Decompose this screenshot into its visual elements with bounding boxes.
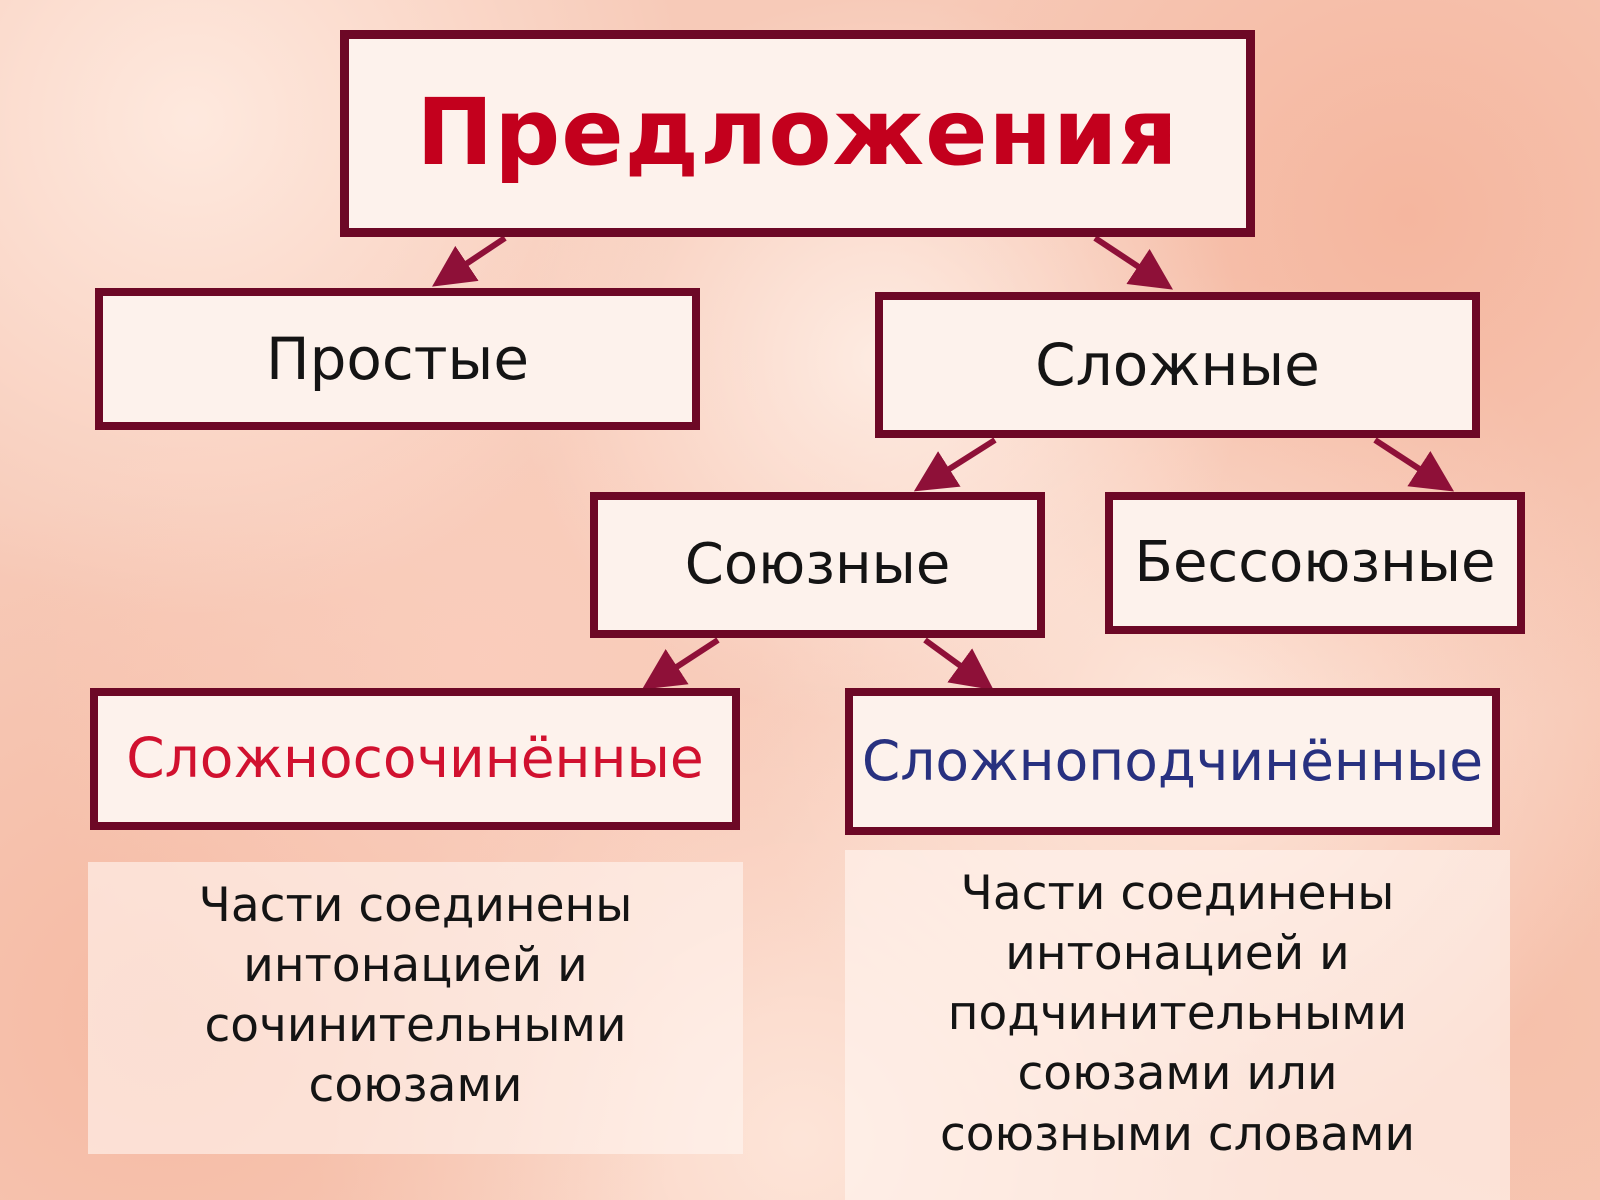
node-complex-label: Сложные — [1035, 330, 1320, 399]
note-compound-text: Части соединены интонацией и сочинительн… — [198, 878, 633, 1114]
node-conjunctional-label: Союзные — [684, 531, 951, 597]
node-complex: Сложные — [875, 292, 1480, 438]
diagram-title: Предложения — [416, 79, 1179, 187]
note-subordinate: Части соединены интонацией и подчинитель… — [845, 850, 1510, 1200]
node-simple: Простые — [95, 288, 700, 430]
arrow-conjunctional-to-subordinate — [923, 637, 994, 691]
arrow-conjunctional-to-compound — [641, 637, 720, 690]
node-simple-label: Простые — [265, 324, 530, 393]
arrow-title-to-complex — [1093, 235, 1174, 290]
note-compound: Части соединены интонацией и сочинительн… — [88, 862, 743, 1154]
note-subordinate-text: Части соединены интонацией и подчинитель… — [939, 866, 1416, 1162]
node-asyndetic-label: Бессоюзные — [1134, 529, 1496, 595]
arrow-title-to-simple — [432, 235, 507, 287]
arrow-complex-to-asyndetic — [1373, 437, 1455, 492]
title-box: Предложения — [340, 30, 1255, 237]
arrow-complex-to-conjunctional — [913, 437, 997, 492]
node-subordinate-label: Сложноподчинённые — [861, 728, 1484, 793]
node-subordinate: Сложноподчинённые — [845, 688, 1500, 835]
node-asyndetic: Бессоюзные — [1105, 492, 1525, 634]
node-compound-label: Сложносочинённые — [126, 726, 704, 791]
node-conjunctional: Союзные — [590, 492, 1045, 638]
node-compound: Сложносочинённые — [90, 688, 740, 830]
